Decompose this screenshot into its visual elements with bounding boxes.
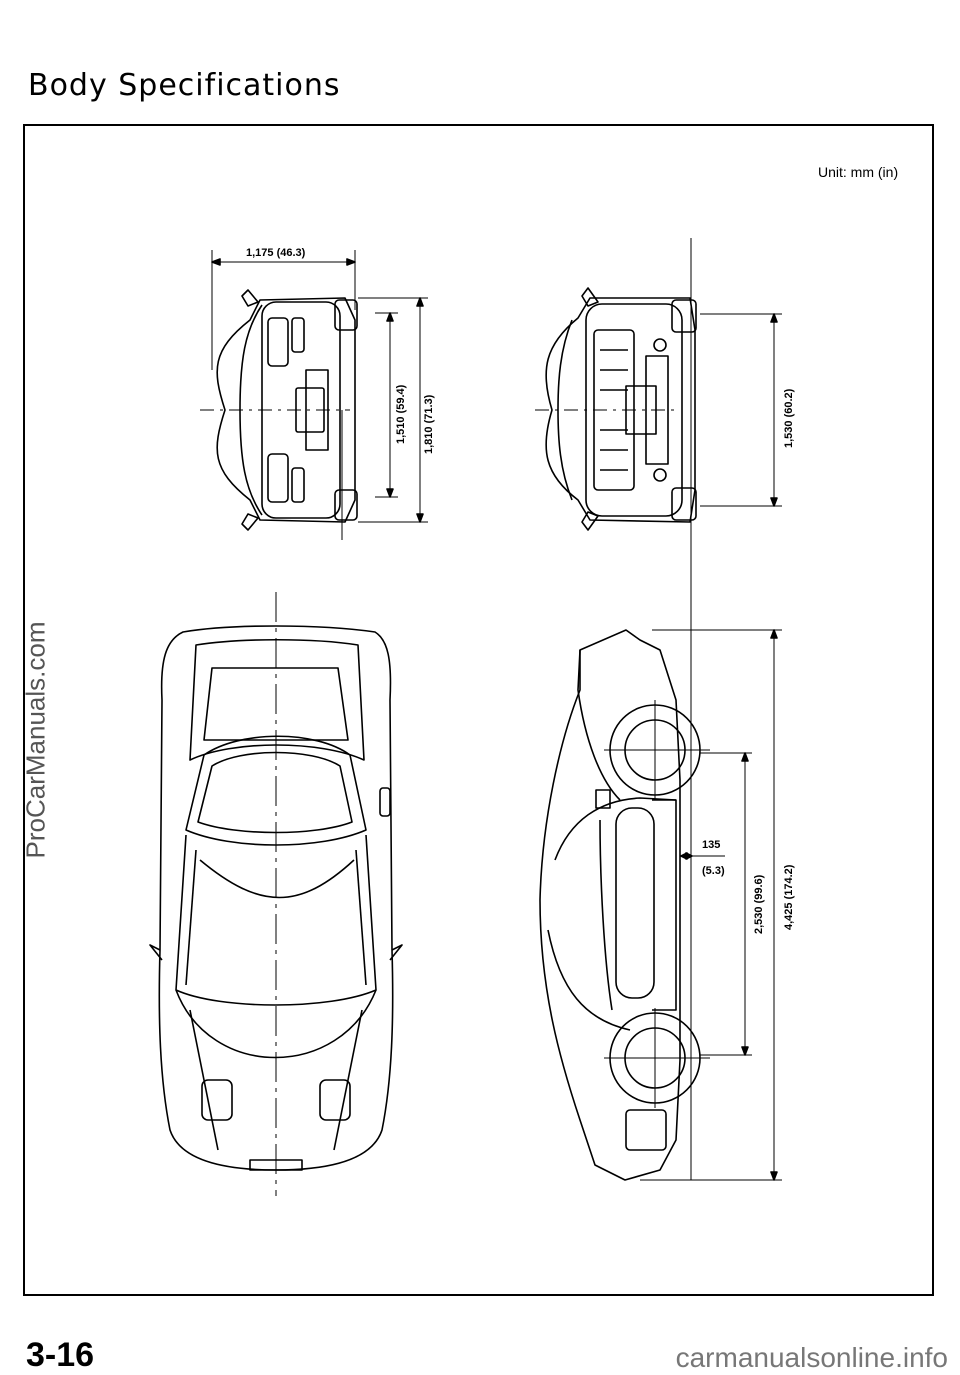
page-title: Body Specifications [28,68,341,103]
overall-width-label: 1,810 (71.3) [423,394,435,454]
ground-clearance-in-label: (5.3) [702,865,725,877]
rear-view [535,238,782,1180]
front-view [200,250,428,540]
overall-height-label: 1,175 (46.3) [246,247,306,259]
ground-clearance-mm-label: 135 [702,839,720,851]
rear-track-label: 1,530 (60.2) [783,388,795,448]
page-number: 3-16 [26,1336,95,1374]
overall-length-label: 4,425 (174.2) [783,864,795,930]
diagram-frame [23,124,934,1296]
unit-label: Unit: mm (in) [818,164,899,180]
wheelbase-label: 2,530 (99.6) [753,874,765,934]
side-view [539,629,782,1181]
footer-site: carmanualsonline.info [675,1342,948,1373]
top-view [149,592,403,1196]
front-track-label: 1,510 (59.4) [395,384,407,444]
